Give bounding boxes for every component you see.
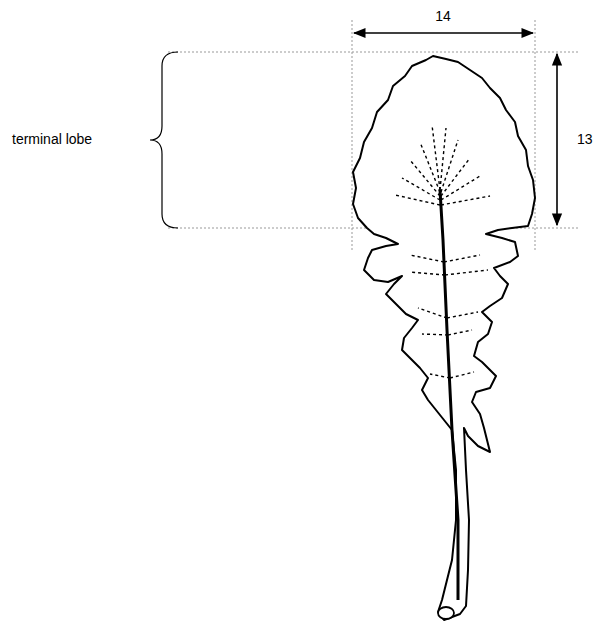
veins xyxy=(395,125,490,378)
dimension-value: 13 xyxy=(577,131,593,148)
midrib xyxy=(440,190,458,600)
leaf-outline xyxy=(353,56,535,620)
height-dimension xyxy=(556,54,558,225)
brace xyxy=(150,52,178,228)
part-label: terminal lobe xyxy=(12,131,92,148)
width-dimension xyxy=(354,32,533,34)
dimension-value: 14 xyxy=(435,8,451,25)
stem-end xyxy=(438,607,454,619)
